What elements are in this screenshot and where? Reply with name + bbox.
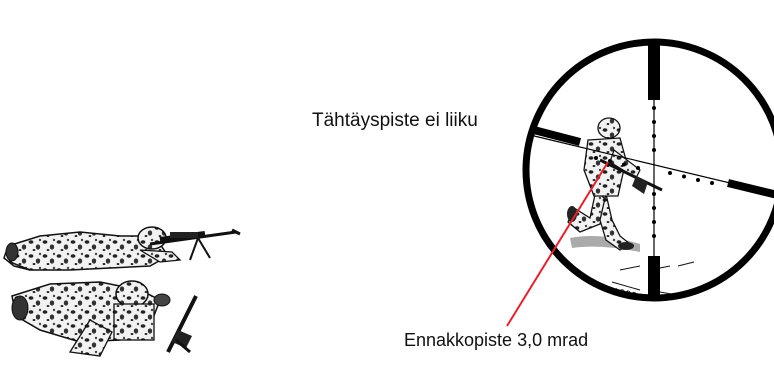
sniper-rifle <box>149 228 241 261</box>
range-mark-400: 400 <box>683 305 703 321</box>
target-soldier <box>567 117 663 252</box>
lead-point-label: Ennakkopiste 3,0 mrad <box>404 330 589 350</box>
lead-point-pointer <box>506 161 609 327</box>
scope-view: 1200 400 <box>522 38 774 321</box>
scope-ring <box>522 38 774 302</box>
mil-dots <box>594 106 714 238</box>
sniper-team-illustration <box>3 226 241 357</box>
aim-point-label: Tähtäyspiste ei liiku <box>312 110 478 131</box>
sniper-figure <box>3 226 182 271</box>
spotter-figure <box>11 280 171 357</box>
assault-rifle <box>166 295 198 354</box>
